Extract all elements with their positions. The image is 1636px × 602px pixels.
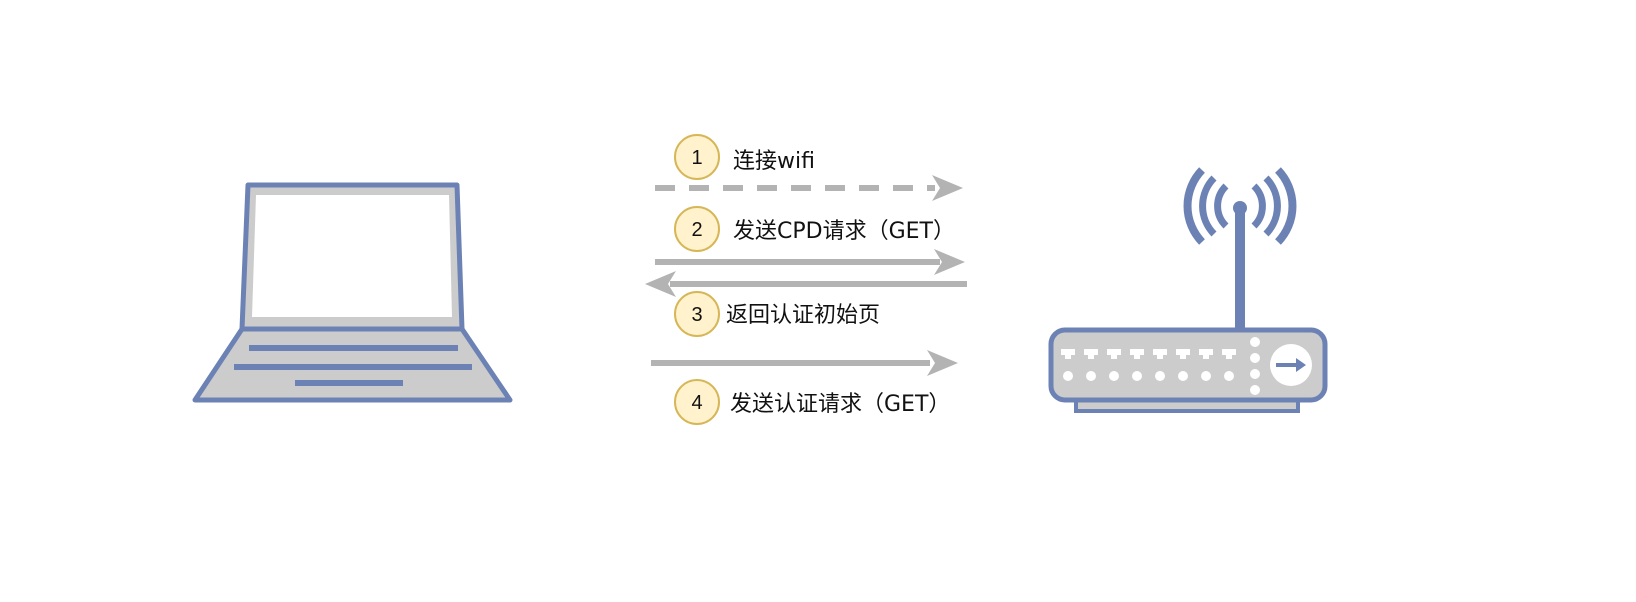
- step-1: 1 连接wifi: [674, 134, 815, 180]
- step-number: 1: [691, 147, 702, 169]
- step-label: 发送CPD请求（GET）: [733, 219, 955, 244]
- step-label: 返回认证初始页: [726, 303, 880, 328]
- step-4: 4 发送认证请求（GET）: [674, 379, 950, 425]
- step-4-arrow: [651, 350, 958, 376]
- wifi-signal-icon: [1183, 167, 1297, 245]
- router-ethernet-ports: [1061, 349, 1236, 359]
- router-antenna-tip: [1233, 201, 1247, 215]
- step-3-arrow: [645, 271, 967, 297]
- step-badge: [674, 134, 720, 180]
- router-status-leds: [1063, 371, 1234, 381]
- step-label: 发送认证请求（GET）: [730, 392, 950, 417]
- step-2: 2 发送CPD请求（GET）: [674, 206, 955, 252]
- laptop-display: [252, 195, 452, 317]
- laptop-icon: [192, 182, 513, 403]
- step-number: 3: [691, 304, 702, 326]
- step-label: 连接wifi: [733, 149, 815, 174]
- step-badge: [674, 291, 720, 337]
- step-number: 2: [691, 219, 702, 241]
- step-number: 4: [691, 392, 702, 414]
- router-indicator-column: [1250, 337, 1260, 395]
- step-1-arrow: [655, 175, 963, 201]
- step-badge: [674, 206, 720, 252]
- wireless-router-icon: [1048, 167, 1328, 413]
- step-2-arrow: [655, 249, 965, 275]
- router-body: [1048, 327, 1328, 403]
- router-wan-port-icon: [1270, 344, 1312, 386]
- step-3: 3 返回认证初始页: [674, 291, 880, 337]
- step-badge: [674, 379, 720, 425]
